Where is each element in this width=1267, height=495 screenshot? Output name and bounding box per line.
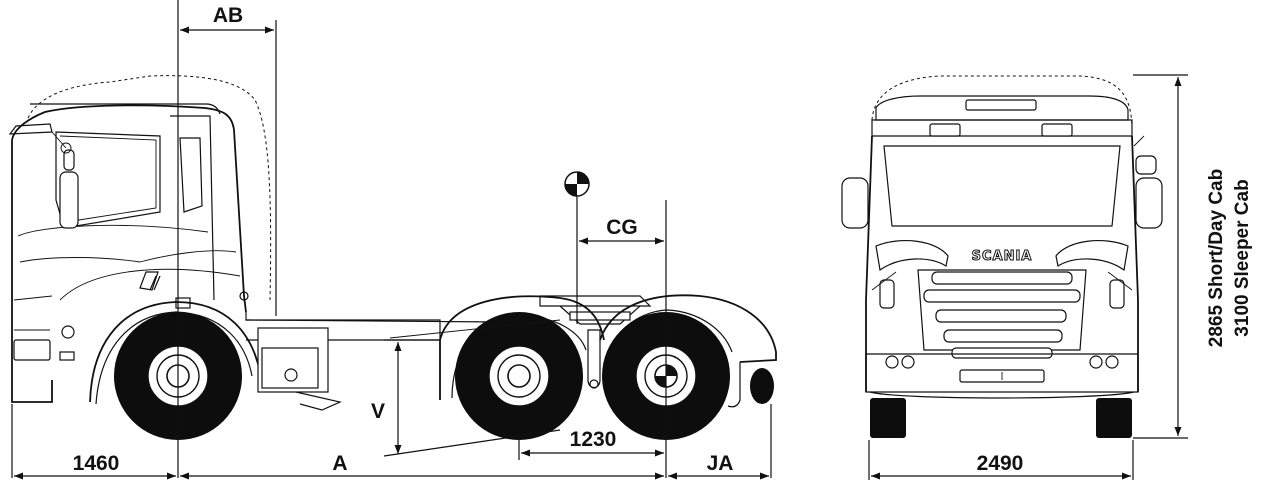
fifth-wheel [539,295,652,325]
tandem-spacing-label: 1230 [570,428,617,451]
center-of-gravity-symbol [564,171,590,197]
rear-fender-1 [439,295,605,400]
front-right-tire [1096,398,1132,438]
cg-label: CG [606,216,638,239]
front-bumper [865,353,1139,399]
front-view-mirrors [841,135,1163,229]
ja-label: JA [707,452,734,475]
bogie-link [587,329,601,389]
side-view: AB CG V 1230 1460 A JA [8,0,777,480]
windscreen [883,145,1121,227]
front-left-tire [870,398,906,438]
front-wheel-arch [89,301,261,403]
v-label: V [371,400,385,423]
sleeper-cab-outline [27,75,272,301]
cab-roof [875,95,1129,121]
short-day-cab-height-label: 2865 Short/Day Cab [1206,169,1227,347]
side-mirror [8,123,79,229]
svg-text:SCANIA: SCANIA [972,249,1033,264]
width-label: 2490 [977,452,1024,475]
a-label: A [332,452,347,475]
ab-label: AB [213,4,243,27]
sleeper-roof-outline [871,75,1133,131]
front-overhang-label: 1460 [73,452,120,475]
chassis-frame [245,312,501,411]
front-view: SCANIA [841,74,1253,480]
sleeper-cab-height-label: 3100 Sleeper Cab [1232,179,1253,336]
rear-fender-2 [599,294,777,363]
scania-logo: SCANIA [971,249,1033,265]
rear-wheel-1 [455,312,583,440]
front-grille [917,269,1087,359]
